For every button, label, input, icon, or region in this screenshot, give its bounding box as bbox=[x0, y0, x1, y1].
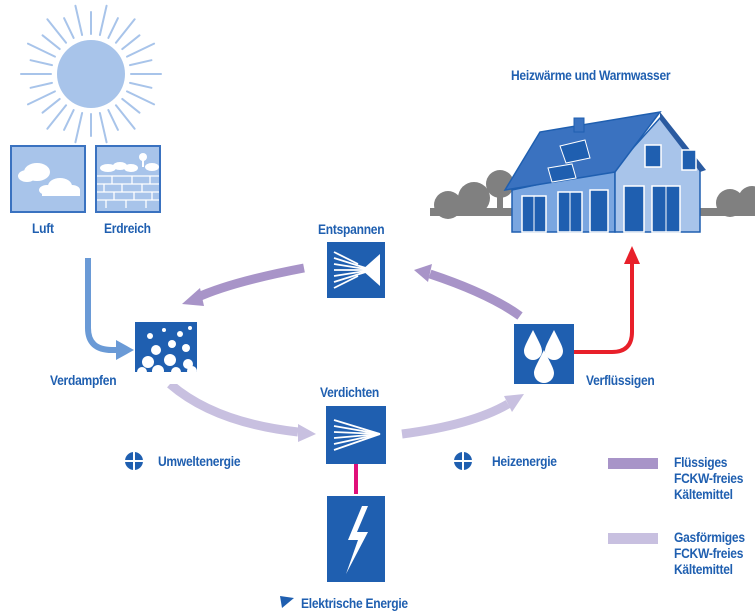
bubbles-icon bbox=[135, 322, 197, 384]
condense-label: Verflüssigen bbox=[586, 372, 655, 388]
sun-ray bbox=[63, 17, 75, 39]
play-icon bbox=[280, 596, 294, 608]
compress-label: Verdichten bbox=[320, 384, 379, 400]
sun-ray bbox=[107, 17, 119, 39]
sun-ray bbox=[114, 104, 136, 130]
heat-energy-label: Heizenergie bbox=[492, 453, 557, 469]
legend-gas-line-2: FCKW-freies bbox=[674, 545, 744, 561]
sun-ray bbox=[114, 18, 136, 44]
gas-refrigerant-arrows bbox=[167, 380, 524, 442]
liquid-refrigerant-arrows bbox=[182, 263, 523, 320]
sun-ray bbox=[41, 97, 61, 114]
sun-ray bbox=[98, 111, 108, 144]
legend-liquid-text: Flüssiges FCKW-freies Kältemittel bbox=[674, 454, 743, 502]
legend-liquid-line-1: Flüssiges bbox=[674, 454, 728, 470]
droplets-icon bbox=[514, 324, 574, 384]
cloud-icon bbox=[10, 145, 86, 213]
sun-ray bbox=[121, 34, 141, 51]
legend-gas-line-1: Gasförmiges bbox=[674, 529, 745, 545]
lightning-icon bbox=[327, 496, 385, 582]
heat-energy-icon bbox=[454, 452, 472, 470]
sun-ray bbox=[29, 81, 54, 89]
sun-ray bbox=[46, 18, 68, 44]
sun-ray bbox=[121, 97, 141, 114]
input-arrow bbox=[85, 258, 134, 360]
evaporate-label: Verdampfen bbox=[50, 372, 117, 388]
sun-ray bbox=[126, 90, 156, 106]
sun-ray bbox=[29, 59, 54, 67]
house-icon bbox=[430, 110, 755, 233]
ground-layers-icon bbox=[95, 145, 161, 213]
sun-ray bbox=[26, 90, 56, 106]
sun-ray bbox=[74, 111, 84, 144]
env-energy-icon bbox=[125, 452, 143, 470]
sun-ray bbox=[126, 42, 156, 58]
sun-icon bbox=[20, 4, 162, 144]
compressor-icon bbox=[326, 406, 386, 464]
sun-ray bbox=[98, 4, 108, 37]
sun-ray bbox=[63, 109, 75, 131]
sun-ray bbox=[128, 59, 153, 67]
ground-label: Erdreich bbox=[104, 220, 151, 236]
legend-liquid-line-2: FCKW-freies bbox=[674, 470, 744, 486]
sun-ray bbox=[26, 42, 56, 58]
legend-liquid-swatch bbox=[608, 458, 658, 469]
heat-label: Heizwärme und Warmwasser bbox=[511, 67, 671, 83]
env-energy-label: Umweltenergie bbox=[158, 453, 241, 469]
expand-label: Entspannen bbox=[318, 221, 385, 237]
sun-ray bbox=[74, 4, 84, 37]
output-arrow bbox=[568, 246, 640, 354]
sun-ray bbox=[46, 104, 68, 130]
electric-energy-label: Elektrische Energie bbox=[301, 595, 408, 611]
sun-ray bbox=[128, 81, 153, 89]
legend-gas-text: Gasförmiges FCKW-freies Kältemittel bbox=[674, 529, 745, 577]
legend-liquid-line-3: Kältemittel bbox=[674, 486, 733, 502]
expansion-valve-icon bbox=[327, 242, 385, 298]
sun-ray bbox=[107, 109, 119, 131]
air-label: Luft bbox=[32, 220, 54, 236]
legend-gas-line-3: Kältemittel bbox=[674, 561, 733, 577]
sun-ray bbox=[41, 34, 61, 51]
legend-gas-swatch bbox=[608, 533, 658, 544]
